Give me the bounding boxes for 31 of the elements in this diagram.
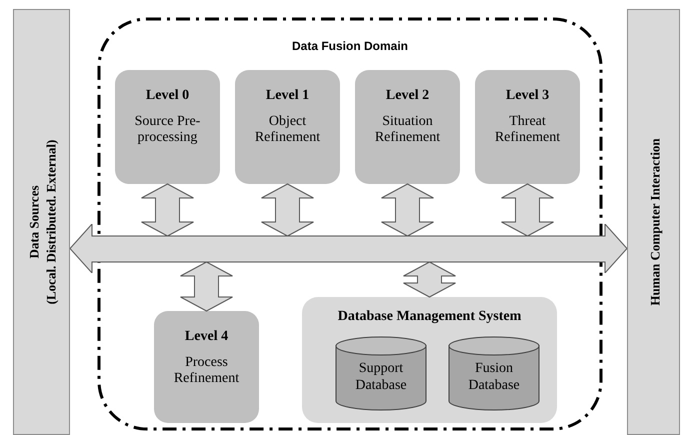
process-box (355, 70, 460, 184)
side-panel (627, 9, 680, 435)
box-heading: Level 3 (506, 88, 550, 104)
panel-title: Data Sources (26, 185, 42, 259)
cylinder-label: Support Database (354, 360, 408, 394)
box-heading: Level 2 (386, 88, 430, 104)
process-box (154, 311, 259, 423)
cylinder-label: Fusion Database (467, 360, 521, 394)
box-text: Situation Refinement (374, 114, 442, 146)
box-text: Source Pre-processing (134, 114, 202, 146)
double-block-arrow (403, 261, 456, 298)
box-heading: Level 0 (146, 88, 190, 104)
process-box (235, 70, 340, 184)
region-title: Data Fusion Domain (292, 38, 408, 55)
box-text: Object Refinement (254, 114, 322, 146)
double-block-arrow (381, 183, 434, 237)
panel-title: Human Computer Interaction (647, 138, 662, 306)
box-text: Process Refinement (172, 355, 240, 387)
panel-title: (Local. Distributed. External) (44, 140, 58, 304)
double-block-arrow (261, 183, 314, 237)
box-text: Threat Refinement (494, 114, 562, 146)
system-panel (302, 297, 557, 423)
double-block-arrow (141, 183, 194, 237)
double-block-arrow (501, 183, 554, 237)
panel-title: Database Management System (338, 309, 522, 325)
process-box (115, 70, 220, 184)
process-box (475, 70, 580, 184)
box-heading: Level 1 (266, 88, 310, 104)
box-heading: Level 4 (184, 329, 228, 345)
double-block-arrow (180, 261, 233, 312)
side-panel (13, 9, 70, 435)
